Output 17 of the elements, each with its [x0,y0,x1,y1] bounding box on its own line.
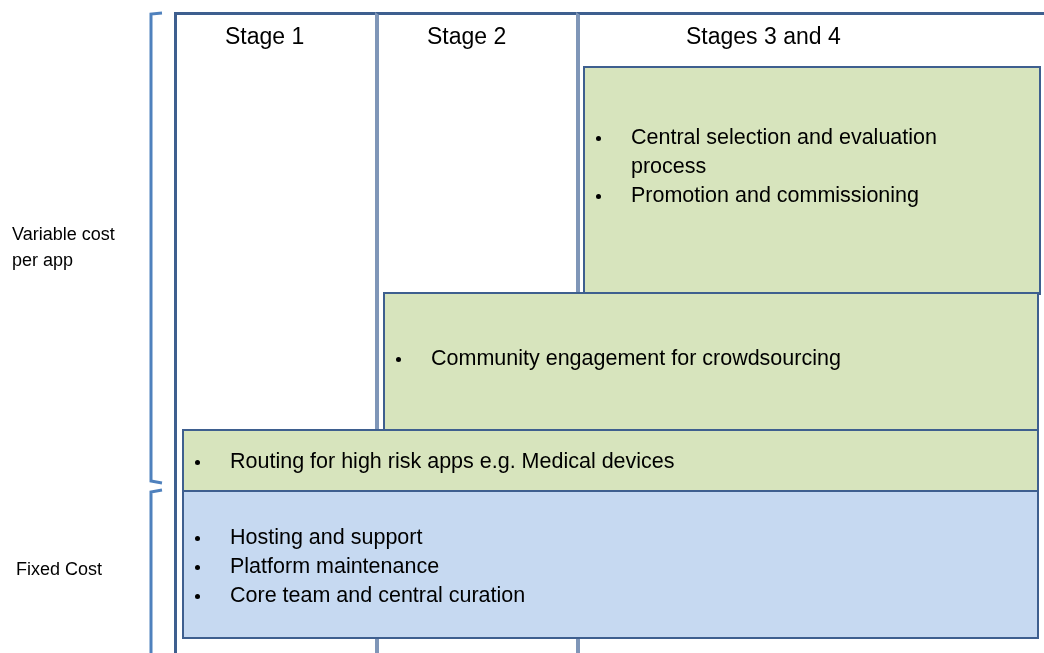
bullet-item: Community engagement for crowdsourcing [431,345,842,372]
stage-column [576,12,1044,292]
bullet-item: Core team and central curation [230,582,527,609]
cost-label: Variable cost per app [12,223,116,272]
cost-box [182,490,1039,639]
cost-label: Fixed Cost [16,558,104,581]
bullet-item: Platform maintenance [230,553,441,580]
stage-heading: Stage 2 [427,23,507,50]
cost-box [182,429,1039,492]
bullet-item: Routing for high risk apps e.g. Medical devices [230,448,676,475]
cost-box [583,66,1041,295]
stage-heading: Stage 1 [225,23,305,50]
bullet-item: Promotion and commissioning [631,182,920,209]
bullet-item: Central selection and evaluation process [631,124,938,180]
stage-heading: Stages 3 and 4 [686,23,841,50]
cost-box [383,292,1039,431]
bullet-item: Hosting and support [230,524,424,551]
